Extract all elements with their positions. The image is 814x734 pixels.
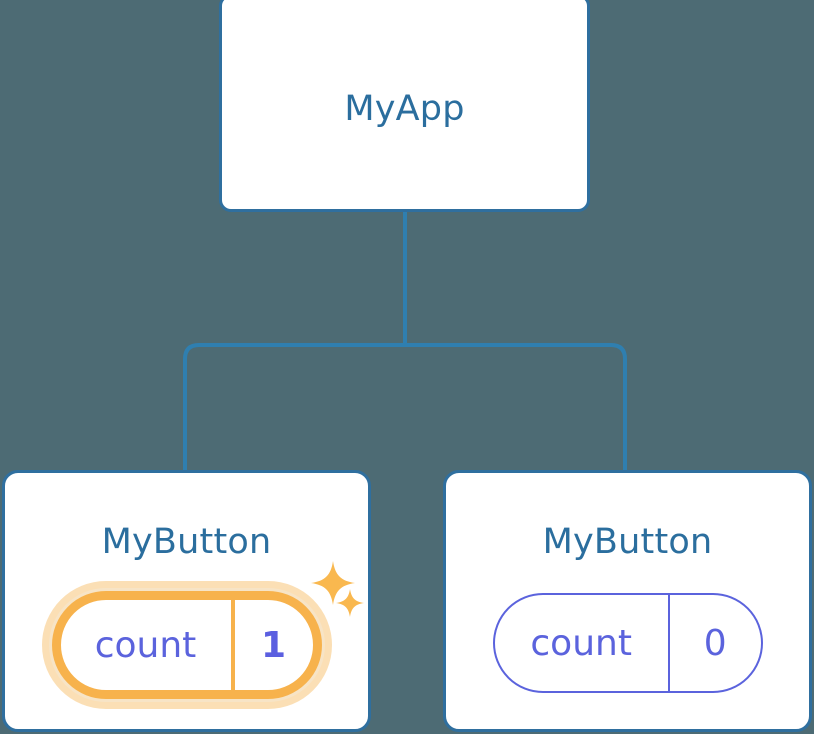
left-child-connector xyxy=(183,343,405,470)
node-card-mybutton-left[interactable]: MyButton count 1 xyxy=(2,470,371,732)
prop-key-right: count xyxy=(530,622,632,664)
node-card-myapp[interactable]: MyApp xyxy=(219,0,590,212)
prop-pill-wrapper-right: count 0 xyxy=(446,593,809,693)
prop-value-left: 1 xyxy=(230,600,313,690)
prop-pill-wrapper-left: count 1 xyxy=(5,581,368,709)
prop-value-right: 0 xyxy=(667,595,761,691)
node-title-mybutton-left: MyButton xyxy=(101,522,272,562)
node-title-mybutton-right: MyButton xyxy=(542,522,713,562)
node-card-mybutton-right[interactable]: MyButton count 0 xyxy=(443,470,812,732)
prop-pill-highlighted[interactable]: count 1 xyxy=(41,581,332,709)
prop-key-left: count xyxy=(94,624,197,666)
right-child-connector xyxy=(405,343,627,470)
prop-pill-right[interactable]: count 0 xyxy=(492,593,763,693)
prop-pill-left[interactable]: count 1 xyxy=(51,591,322,699)
node-title-myapp: MyApp xyxy=(344,89,465,129)
